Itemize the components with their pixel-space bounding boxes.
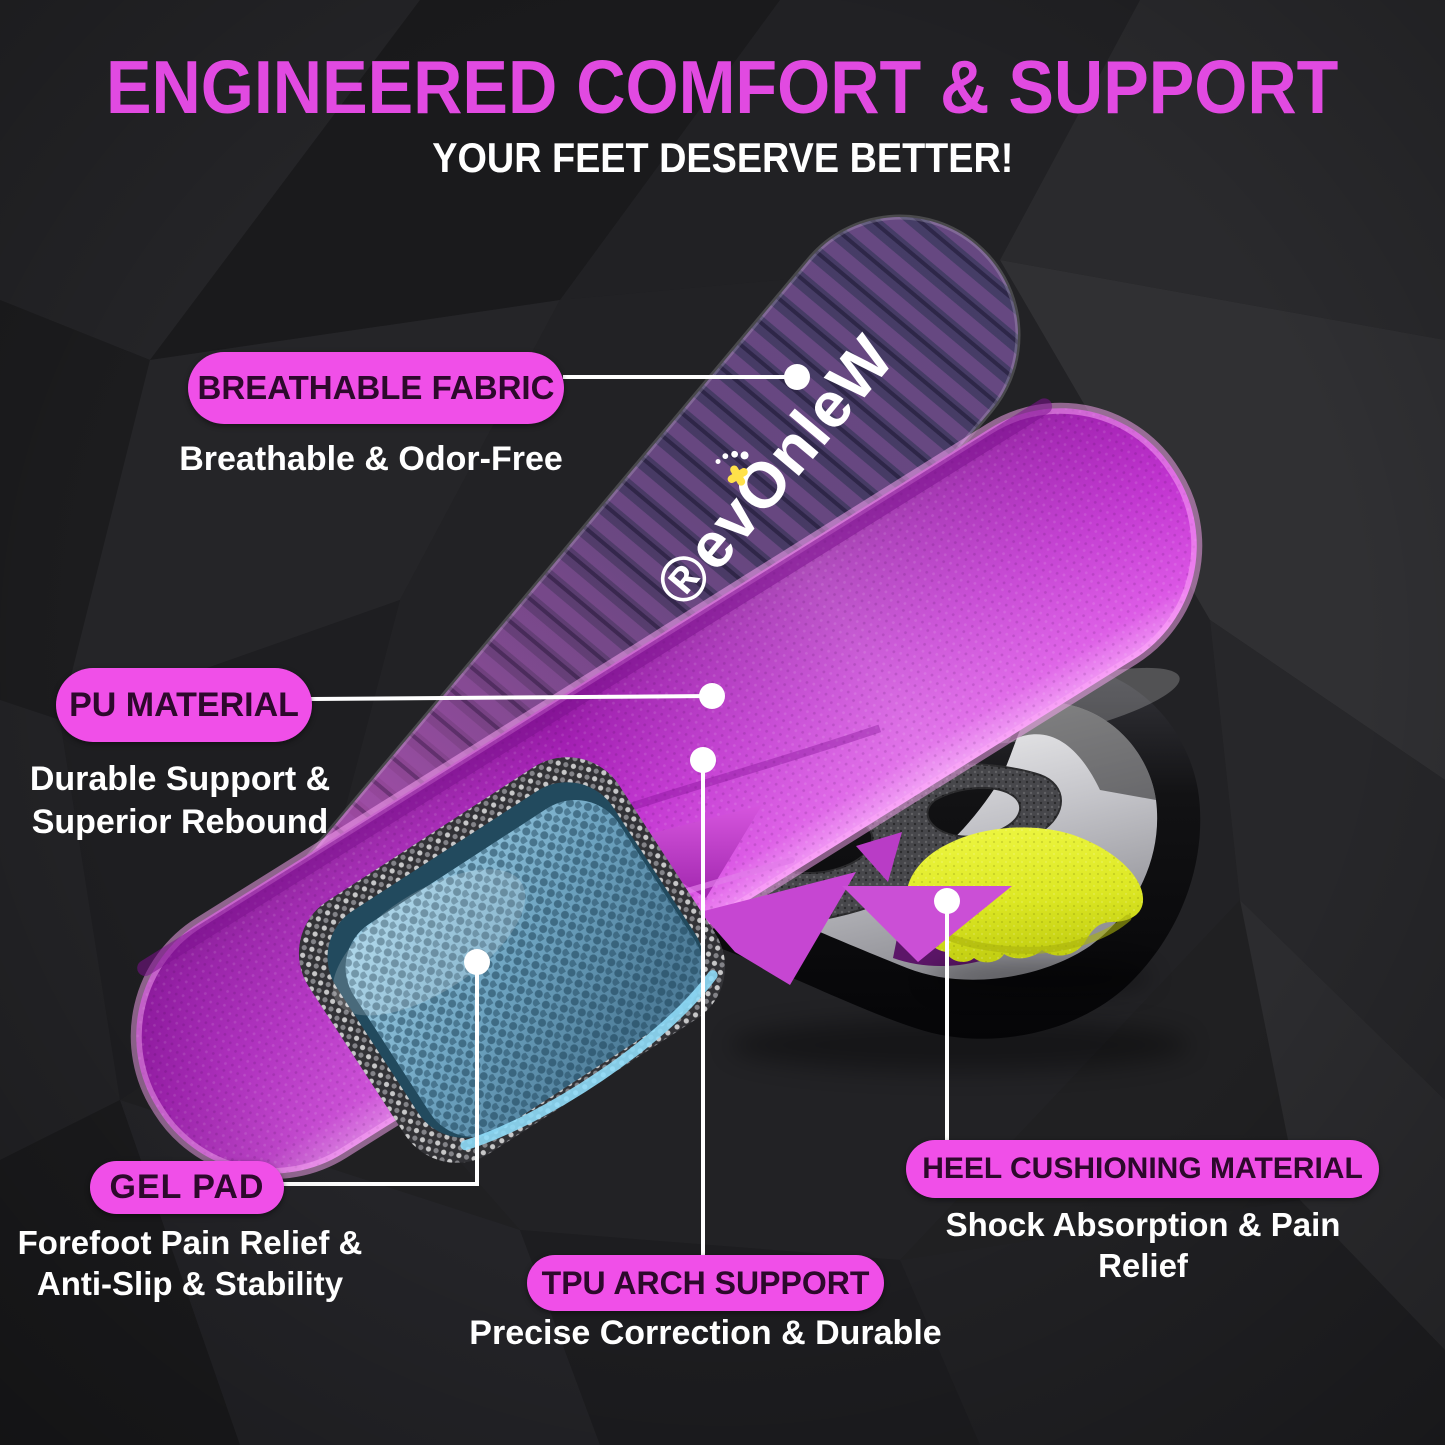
page-title: ENGINEERED COMFORT & SUPPORT bbox=[0, 44, 1445, 130]
callout-desc-tpu-arch-support: Precise Correction & Durable bbox=[469, 1314, 942, 1352]
page-subtitle: YOUR FEET DESERVE BETTER! bbox=[0, 134, 1445, 182]
callout-desc-gel-pad: Forefoot Pain Relief & Anti-Slip & Stabi… bbox=[17, 1224, 363, 1303]
callout-desc-breathable-fabric: Breathable & Odor-Free bbox=[179, 440, 563, 478]
page-title-text: ENGINEERED COMFORT & SUPPORT bbox=[106, 45, 1339, 129]
callout-pill-heel-cushioning: HEEL CUSHIONING MATERIAL bbox=[906, 1140, 1379, 1198]
page-subtitle-text: YOUR FEET DESERVE BETTER! bbox=[431, 134, 1014, 181]
callout-desc-heel-cushioning: Shock Absorption & Pain Relief bbox=[945, 1206, 1341, 1285]
callout-pill-breathable-fabric: BREATHABLE FABRIC bbox=[188, 352, 564, 424]
callout-pill-tpu-arch-support: TPU ARCH SUPPORT bbox=[527, 1255, 884, 1311]
callout-desc-pu-material: Durable Support & Superior Rebound bbox=[29, 760, 331, 841]
callout-pill-pu-material: PU MATERIAL bbox=[56, 668, 312, 742]
callout-pill-gel-pad: GEL PAD bbox=[90, 1161, 284, 1214]
